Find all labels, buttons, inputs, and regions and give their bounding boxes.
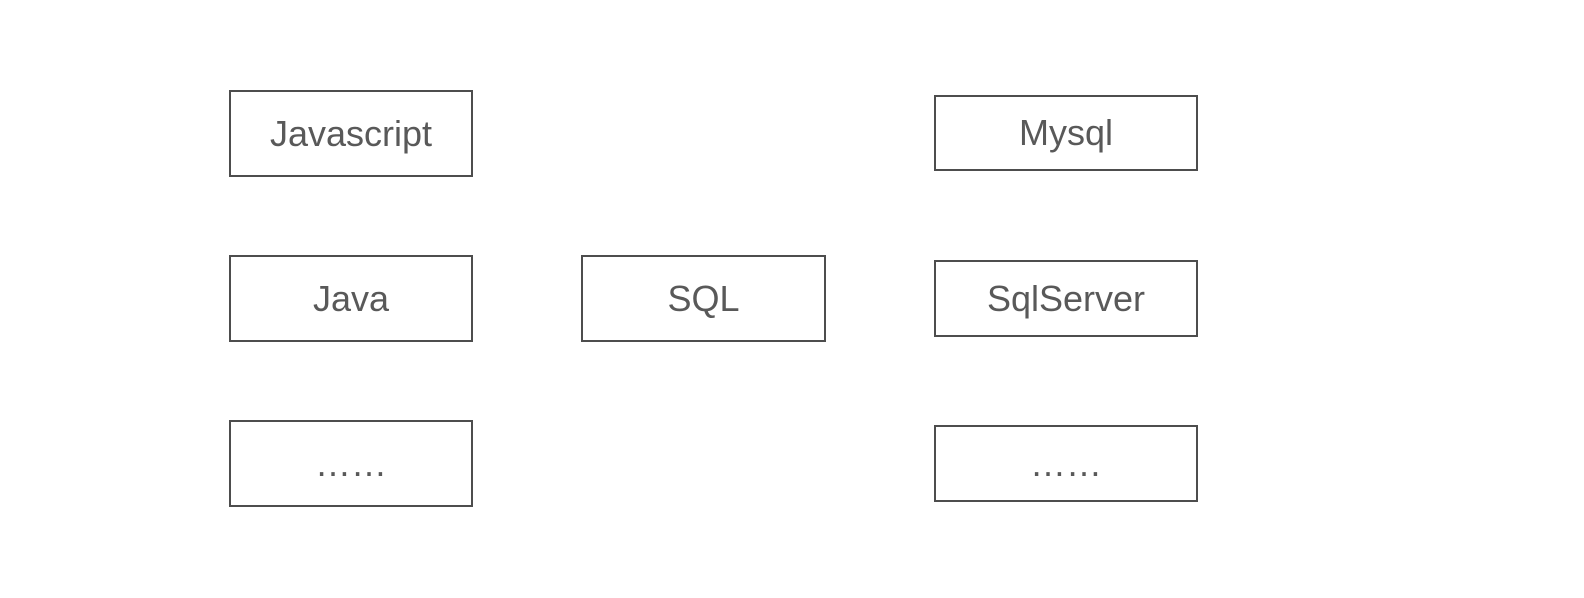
node-label-sql: SQL (667, 277, 740, 319)
node-label-javascript: Javascript (269, 112, 433, 154)
node-label-more-right: …… (1030, 442, 1102, 484)
node-mysql: Mysql (934, 95, 1198, 171)
node-java: Java (229, 255, 473, 342)
node-more-left: …… (229, 420, 473, 507)
node-label-java: Java (312, 277, 390, 319)
node-sqlserver: SqlServer (934, 260, 1198, 337)
node-more-right: …… (934, 425, 1198, 502)
node-label-mysql: Mysql (1018, 112, 1113, 153)
node-label-more-left: …… (315, 442, 387, 484)
node-javascript: Javascript (229, 90, 473, 177)
node-sql: SQL (581, 255, 826, 342)
node-label-sqlserver: SqlServer (986, 277, 1146, 319)
